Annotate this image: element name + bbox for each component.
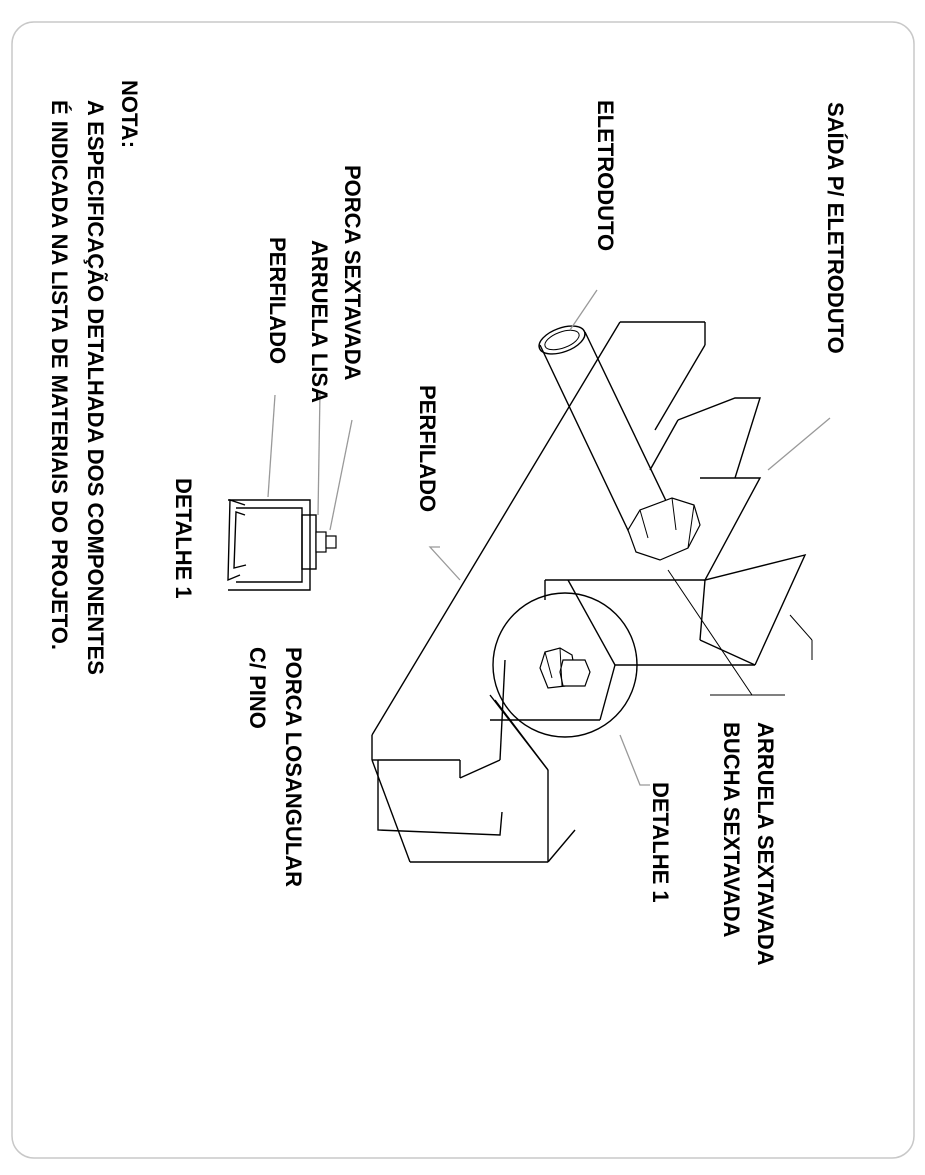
note-block: NOTA: A ESPECIFICAÇÃO DETALHADA DOS COMP… <box>47 80 142 675</box>
leader-perfilado-detail <box>267 394 276 498</box>
label-detalhe-1-main: DETALHE 1 <box>648 782 673 903</box>
label-perfilado-main: PERFILADO <box>415 385 440 512</box>
label-eletroduto: ELETRODUTO <box>593 100 618 251</box>
label-porca-losangular-pino: C/ PINO <box>245 647 270 729</box>
detail-1-section <box>227 391 353 591</box>
detail-bolt <box>325 535 337 549</box>
label-bucha-sextavada: BUCHA SEXTAVADA <box>719 722 744 938</box>
leader-bracket <box>789 614 813 641</box>
bucha-sextavada <box>627 497 701 561</box>
leader-arruela-lisa <box>317 391 321 516</box>
label-porca-sextavada: PORCA SEXTAVADA <box>340 165 365 381</box>
eletroduto-tube <box>538 325 681 546</box>
sheet-border <box>11 21 915 1159</box>
detail-nut <box>315 531 327 553</box>
detail-flange-left <box>227 499 246 582</box>
main-assembly <box>371 289 831 863</box>
main-perfilado-channel <box>371 321 706 863</box>
detail-circle <box>492 592 638 738</box>
leader-detalhe <box>619 734 650 786</box>
label-detalhe-1-small: DETALHE 1 <box>171 478 196 599</box>
labels: SAÍDA P/ ELETRODUTO ELETRODUTO PERFILADO… <box>171 100 848 966</box>
leader-arruela <box>667 569 753 696</box>
detail-washer <box>301 514 317 570</box>
detail-channel-inner <box>236 507 303 583</box>
label-arruela-sextavada: ARRUELA SEXTAVADA <box>753 722 778 966</box>
detail-flange-left-inner <box>233 511 247 569</box>
note-line-2: É INDICADA NA LISTA DE MATERIAIS DO PROJ… <box>47 100 72 650</box>
cross-bracket <box>490 397 807 721</box>
detail-channel <box>228 499 311 591</box>
porca-hex-nut <box>539 647 591 689</box>
leader-eletroduto <box>569 289 598 331</box>
leader-porca-sextavada <box>329 419 353 531</box>
leader-perfilado-main <box>428 546 461 581</box>
label-arruela-lisa: ARRUELA LISA <box>307 240 332 403</box>
note-title: NOTA: <box>117 80 142 148</box>
note-line-1: A ESPECIFICAÇÃO DETALHADA DOS COMPONENTE… <box>83 100 108 675</box>
leader-saida <box>767 417 831 471</box>
label-saida-eletroduto: SAÍDA P/ ELETRODUTO <box>823 102 848 354</box>
label-porca-losangular: PORCA LOSANGULAR <box>281 647 306 887</box>
label-perfilado-detail: PERFILADO <box>265 237 290 364</box>
